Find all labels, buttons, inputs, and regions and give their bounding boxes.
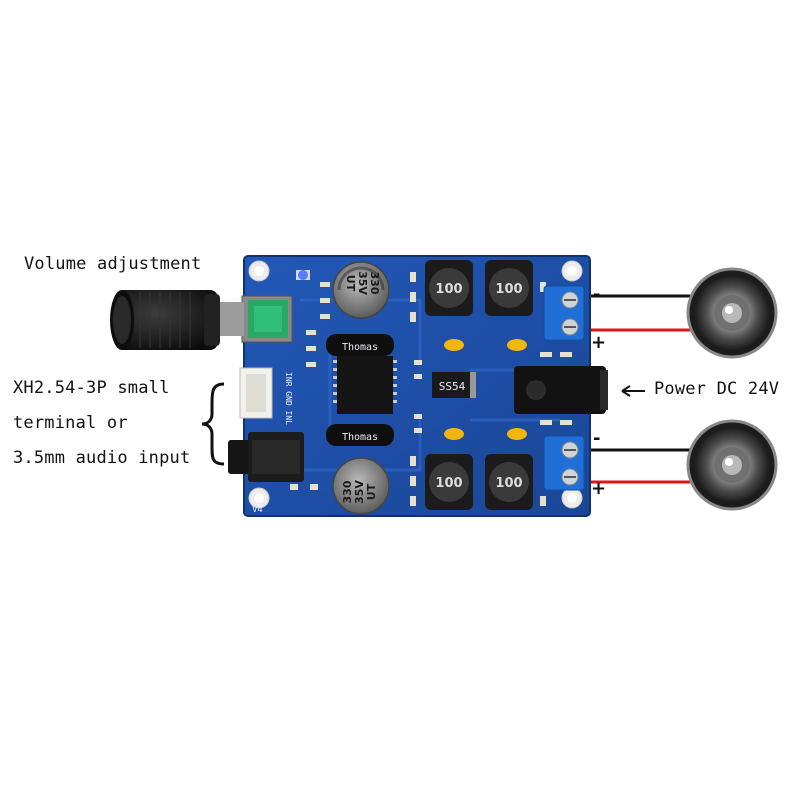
left-arrow-icon: [621, 385, 645, 397]
power-led: [296, 270, 310, 280]
plus-sign-top: +: [591, 332, 606, 353]
power-label: Power DC 24V: [654, 379, 780, 399]
svg-text:35V: 35V: [356, 271, 369, 295]
xh-header: INR GND INL: [239, 367, 293, 425]
volume-knob: [110, 290, 220, 350]
svg-text:UT: UT: [365, 483, 378, 500]
pcb-board: Thomas Thomas SS54 100 100: [110, 255, 608, 517]
minus-sign-top: -: [593, 284, 600, 305]
svg-text:35V: 35V: [353, 480, 366, 504]
electrolytic-capacitor-top: 330 35V UT: [332, 261, 390, 319]
svg-text:100: 100: [435, 476, 462, 491]
svg-text:INR GND INL: INR GND INL: [284, 372, 293, 425]
input-label-line-2: terminal or: [13, 413, 128, 433]
input-label-line-3: 3.5mm audio input: [13, 448, 191, 468]
svg-text:SS54: SS54: [439, 380, 466, 393]
screw-terminal-bottom: [543, 435, 585, 491]
inductor-top-right: 100: [485, 260, 533, 316]
screw-terminal-top: [543, 285, 585, 341]
dc-power-jack: [514, 366, 608, 414]
svg-text:Thomas: Thomas: [342, 342, 378, 353]
mounting-holes: [248, 260, 583, 509]
film-capacitor-bottom: Thomas: [326, 424, 394, 446]
film-capacitor-top: Thomas: [326, 334, 394, 356]
svg-text:100: 100: [495, 476, 522, 491]
input-label-line-1: XH2.54-3P small: [13, 378, 170, 398]
speaker-icon: [686, 267, 778, 359]
smd-components: [290, 272, 572, 506]
minus-sign-bottom: -: [593, 428, 600, 449]
svg-text:330: 330: [368, 272, 381, 295]
svg-text:V4: V4: [252, 505, 263, 515]
svg-text:100: 100: [495, 282, 522, 297]
amplifier-ic: [333, 356, 397, 414]
svg-text:UT: UT: [344, 275, 357, 292]
svg-text:100: 100: [435, 282, 462, 297]
plus-sign-bottom: +: [591, 478, 606, 499]
svg-text:Thomas: Thomas: [342, 432, 378, 443]
inductor-bottom-left: 100: [425, 454, 473, 510]
volume-potentiometer: [218, 295, 293, 343]
curly-brace-icon: [201, 382, 225, 466]
inductor-bottom-right: 100: [485, 454, 533, 510]
ss54-diode: SS54: [432, 372, 476, 398]
svg-text:330: 330: [341, 480, 354, 503]
electrolytic-capacitor-bottom: 330 35V UT: [332, 457, 390, 515]
speaker-icon: [686, 419, 778, 511]
tantalum-capacitors: [444, 339, 527, 440]
volume-adjustment-label: Volume adjustment: [24, 254, 202, 274]
audio-jack-3-5mm: [228, 432, 304, 482]
inductor-top-left: 100: [425, 260, 473, 316]
